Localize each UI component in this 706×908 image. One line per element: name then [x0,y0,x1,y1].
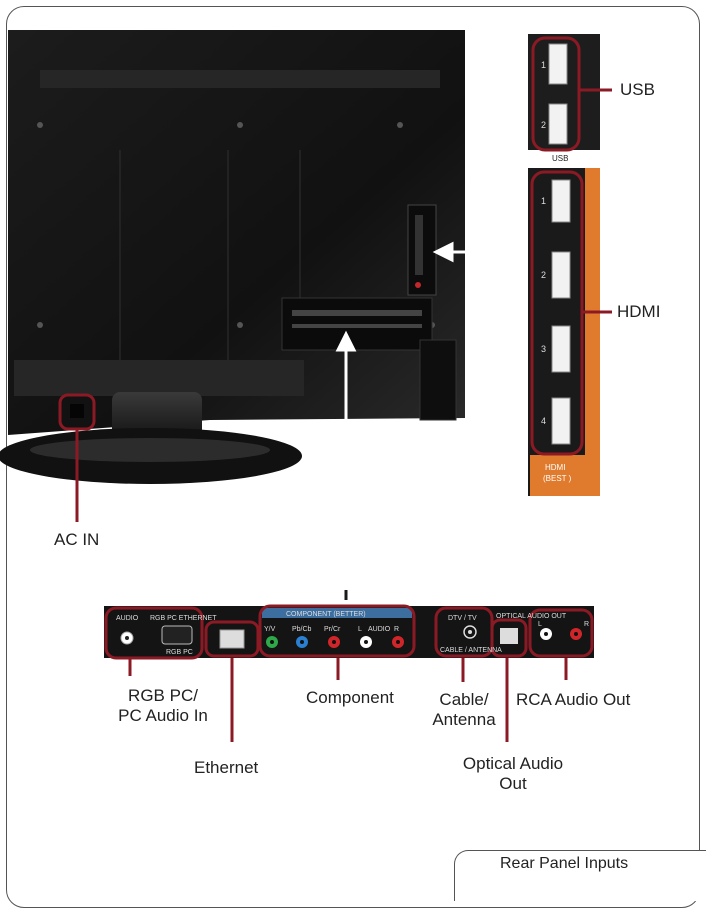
label-optical-line1: Optical Audio [462,754,564,773]
usb-port-2 [548,103,568,145]
hdmi-num-3: 3 [541,344,546,354]
io-audio-text: AUDIO [116,615,139,622]
callout-lines [75,88,612,742]
usb-num-2: 2 [541,120,546,130]
hdmi-arrow-head [432,241,454,263]
io-optical-text: OPTICAL AUDIO OUT [496,613,567,620]
label-usb: USB [620,80,655,99]
label-cable-line2: Antenna [432,710,496,729]
hdmi-num-1: 1 [541,196,546,206]
label-rgb-pc: RGB PC/ PC Audio In [108,686,218,726]
io-dtv-text: DTV / TV [448,615,477,622]
usb-highlight [531,36,581,152]
io-pbcb-text: Pb/Cb [292,626,312,633]
io-audio-r-text: R [394,626,399,633]
tv-ribs [119,150,301,380]
label-optical: Optical Audio Out [458,754,568,794]
io-rgb-port-text: RGB PC [166,649,193,656]
panel-arrow-head [335,330,357,352]
rgb-highlight [104,606,204,660]
tv-vents [14,70,440,396]
io-rca-r-text: R [584,621,589,628]
label-ac-in: AC IN [54,530,100,549]
io-antenna-text: CABLE / ANTENNA [440,647,502,654]
hdmi-port-4 [551,397,571,445]
hdmi-panel-title-2: (BEST ) [543,474,572,483]
usb-port-1 [548,43,568,85]
hdmi-panel-title-1: HDMI [545,463,565,472]
optical-highlight [490,618,528,658]
io-audio-l-text: L [358,626,362,633]
tv-rear-illustration: AUDIO RGB PC ETHERNET RGB PC COMPONENT (… [0,30,612,742]
usb-num-1: 1 [541,60,546,70]
hdmi-port-3 [551,325,571,373]
label-cable-line1: Cable/ [439,690,489,709]
label-cable-antenna: Cable/ Antenna [428,690,500,730]
io-prcr-text: Pr/Cr [324,626,341,633]
label-rgb-pc-line1: RGB PC/ [128,686,198,705]
hdmi-num-4: 4 [541,416,546,426]
label-component: Component [306,688,394,707]
io-component-header-text: COMPONENT (BETTER) [286,611,366,618]
io-rca-l-text: L [538,621,542,628]
label-ethernet: Ethernet [194,758,259,777]
caption-text: Rear Panel Inputs [500,855,629,872]
label-rca: RCA Audio Out [516,690,631,709]
hdmi-port-1 [551,179,571,223]
hdmi-port-2 [551,251,571,299]
io-rgb-header-text: RGB PC ETHERNET [150,615,217,622]
io-audio-word-text: AUDIO [368,626,391,633]
hdmi-num-2: 2 [541,270,546,280]
component-header-band [262,608,412,618]
usb-panel-title: USB [552,154,568,163]
ethernet-highlight [204,620,260,658]
io-yv-text: Y/V [264,626,276,633]
label-rgb-pc-line2: PC Audio In [118,706,208,725]
component-highlight [258,604,416,658]
label-optical-line2: Out [499,774,527,793]
rca-highlight [528,608,594,658]
label-hdmi: HDMI [617,302,661,321]
